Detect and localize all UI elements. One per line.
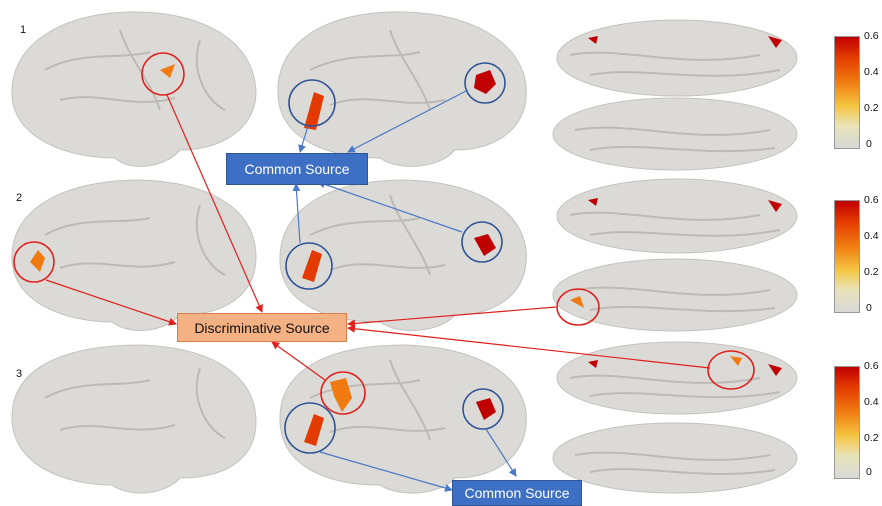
row3-right-lateral-brain xyxy=(280,345,526,493)
colorbar-1-tick: 0 xyxy=(866,138,872,150)
row1-right-lateral-brain xyxy=(278,12,526,167)
common-source-label-bottom: Common Source xyxy=(452,480,582,506)
row2-right-lateral-brain xyxy=(280,180,526,330)
row3-top-brain-upper xyxy=(557,342,797,414)
row-label-3: 3 xyxy=(16,368,22,380)
row1-top-brain-lower xyxy=(553,98,797,170)
colorbar-3 xyxy=(834,366,860,479)
row-label-2: 2 xyxy=(16,192,22,204)
colorbar-3-tick: 0 xyxy=(866,466,872,478)
colorbar-2-tick: 0.6 xyxy=(864,194,879,206)
row1-left-lateral-brain xyxy=(12,12,256,167)
colorbar-3-tick: 0.4 xyxy=(864,396,879,408)
colorbar-1 xyxy=(834,36,860,149)
colorbar-1-tick: 0.4 xyxy=(864,66,879,78)
colorbar-2-tick: 0 xyxy=(866,302,872,314)
row3-left-lateral-brain xyxy=(12,345,256,493)
colorbar-1-tick: 0.6 xyxy=(864,30,879,42)
row2-top-brain-lower xyxy=(553,259,797,331)
row2-left-lateral-brain xyxy=(12,180,256,330)
colorbar-3-tick: 0.6 xyxy=(864,360,879,372)
discriminative-source-label: Discriminative Source xyxy=(177,313,347,342)
row3-top-brain-lower xyxy=(553,423,797,493)
colorbar-2 xyxy=(834,200,860,313)
colorbar-1-tick: 0.2 xyxy=(864,102,879,114)
colorbar-2-tick: 0.4 xyxy=(864,230,879,242)
row-label-1: 1 xyxy=(20,24,26,36)
colorbar-2-tick: 0.2 xyxy=(864,266,879,278)
row2-top-brain-upper xyxy=(557,179,797,253)
row1-top-brain-upper xyxy=(557,20,797,96)
common-source-label-top: Common Source xyxy=(226,153,368,185)
colorbar-3-tick: 0.2 xyxy=(864,432,879,444)
